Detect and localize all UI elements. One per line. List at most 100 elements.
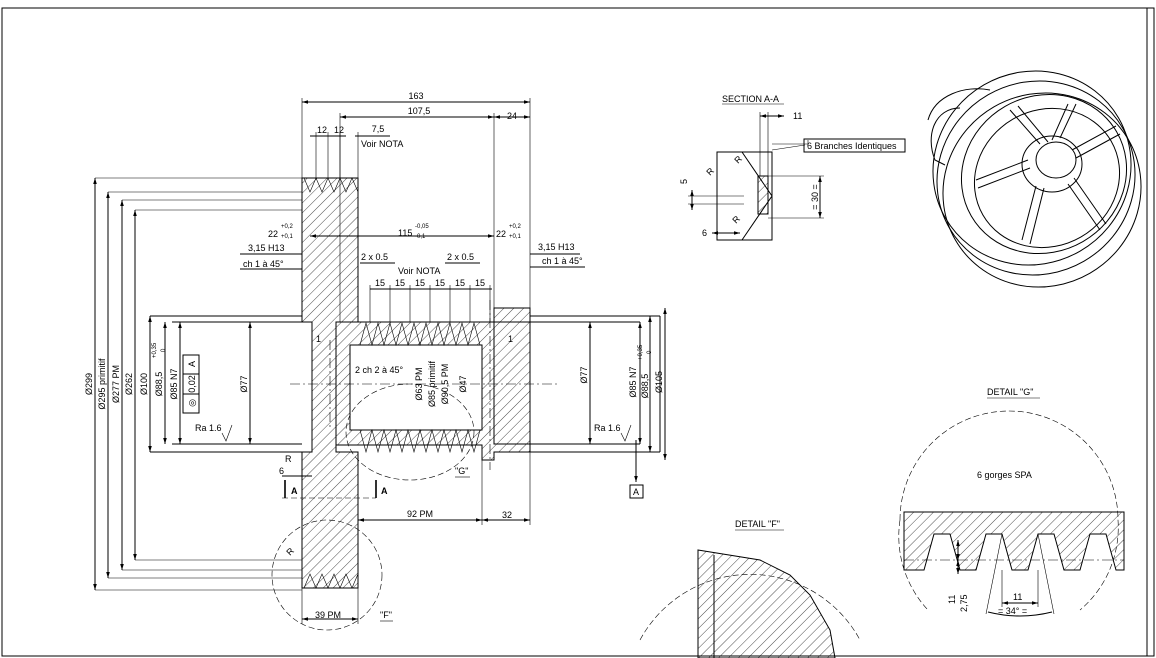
d88-right-sub: 0 [647,350,653,354]
groove-pitch-1: 15 [375,278,385,288]
hub-shoulder [493,321,531,445]
section-aa-r2: R [732,153,744,165]
sheet-border [1,7,1155,657]
section-aa-dim-11: 11 [793,111,802,121]
main-section-view: 163 107,5 24 12 12 7,5 Voir NOTA 22 +0,2… [84,91,667,631]
detail-g-ref: "G" [455,466,468,476]
dim-d90: Ø90,5 PM [440,364,450,405]
section-a-right: A [381,486,388,496]
dim-d85-prim: Ø85 primitif [427,360,437,407]
section-aa-dim-5: 5 [679,179,689,184]
ch-inner: 2 ch 2 à 45° [355,365,404,375]
ch-right: ch 1 à 45° [542,256,583,266]
bore [349,344,483,431]
hub-grooves-bottom [359,428,481,454]
detail-f-title: DETAIL "F" [735,519,780,529]
detail-g-gorges: 6 gorges SPA [977,470,1032,480]
dim-d88-right: Ø88,5 [640,374,650,399]
d88-left-sup: +0,35 [152,342,158,358]
groove-pitch-5: 15 [455,278,465,288]
tol-22-right-sub: +0,1 [509,234,522,240]
chamfer-right: 2 x 0.5 [447,252,474,262]
one-left: 1 [316,334,321,344]
dim-d105: Ø105 [654,371,664,393]
dim-d295: Ø295 primitif [97,358,107,410]
branches-label: 6 Branches Identiques [807,141,897,151]
dim-d77-right: Ø77 [579,366,589,383]
groove-pitch-4: 15 [435,278,445,288]
dim-d63: Ø63 PM [414,367,424,400]
dim-d47: Ø47 [458,375,468,392]
tol-22-right: 22 [496,229,506,239]
d88-left-sub: 0 [161,348,167,352]
section-aa-view: SECTION A-A 6 Branches Identiques 11 = 3… [679,94,906,241]
groove-pitch-3: 15 [415,278,425,288]
ra-left: Ra 1.6 [195,423,222,433]
detail-f-view: DETAIL "F" [639,519,861,658]
dim-12b: 12 [334,125,344,135]
detail-f-ref: "F" [380,610,392,620]
d88-right-sup: +0,35 [638,344,644,360]
rim-grooves-top [303,177,359,193]
h13-left: 3,15 H13 [248,243,285,253]
dim-d100: Ø100 [139,373,149,395]
dim-24: 24 [507,111,517,121]
detail-g-angle: = 34° = [998,606,1027,616]
groove-pitch-6: 15 [475,278,485,288]
voir-nota-top: Voir NOTA [361,139,403,149]
dim-92: 92 PM [407,509,433,519]
ref-a: A [633,487,639,497]
h13-right: 3,15 H13 [538,242,575,252]
tol-22-left-sub: +0,1 [281,234,294,240]
dim-7-5: 7,5 [372,124,385,134]
tol-115-sub: -0,1 [415,234,426,240]
dim-d262: Ø262 [124,373,134,395]
detail-g-dim-11b: 11 [1013,592,1022,602]
dim-d77-left: Ø77 [239,375,249,392]
tol-frame-ref: A [187,361,197,367]
groove-pitch-2: 15 [395,278,405,288]
detail-g-dim-11: 11 [947,595,957,604]
dim-total: 163 [408,91,423,101]
section-aa-r3: R [730,213,742,225]
dim-107: 107,5 [408,106,431,116]
r-label-f: R [284,545,296,557]
tolerance-frame [182,354,200,414]
tol-115-sup: -0,05 [415,224,429,230]
dim-six: 6 [279,466,284,476]
dim-d85-right: Ø85 N7 [628,366,638,397]
tol-115: 115 [398,228,412,238]
one-right: 1 [508,334,513,344]
section-aa-dim-6: 6 [702,228,707,238]
tol-frame-sym: ◎ [187,399,197,407]
datum-a-box [629,484,644,499]
dim-d299: Ø299 [84,373,94,395]
r-label-main: R [285,454,292,464]
tol-22-left: 22 [268,229,278,239]
section-aa-dim-30: = 30 = [810,184,820,210]
section-a-left: A [291,486,298,496]
branches-box [803,138,906,153]
voir-nota-mid: Voir NOTA [398,266,440,276]
detail-g-circle [345,383,475,481]
hub-grooves-top [359,321,481,347]
ch-left: ch 1 à 45° [243,259,284,269]
tol-22-left-sup: +0,2 [281,224,294,230]
tol-22-right-sup: +0,2 [509,224,522,230]
section-aa-r1: R [704,165,716,177]
dim-32: 32 [502,510,512,520]
tol-frame-val: 0,02 [187,375,197,393]
detail-g-title: DETAIL "G" [987,387,1033,397]
section-aa-title: SECTION A-A [722,94,779,104]
dim-39: 39 PM [315,610,341,620]
detail-f-circle [271,519,383,631]
detail-g-view: DETAIL "G" 6 gorges SPA 11 2,75 11 = 34°… [898,387,1125,617]
dim-d277: Ø277 PM [111,365,121,403]
chamfer-left: 2 x 0.5 [361,252,388,262]
dim-d88-left: Ø88,5 [154,372,164,397]
ra-right: Ra 1.6 [594,423,621,433]
pulley-3d-view [927,70,1142,288]
dim-d85-left: Ø85 N7 [169,368,179,399]
rim-grooves-bottom [303,573,359,589]
